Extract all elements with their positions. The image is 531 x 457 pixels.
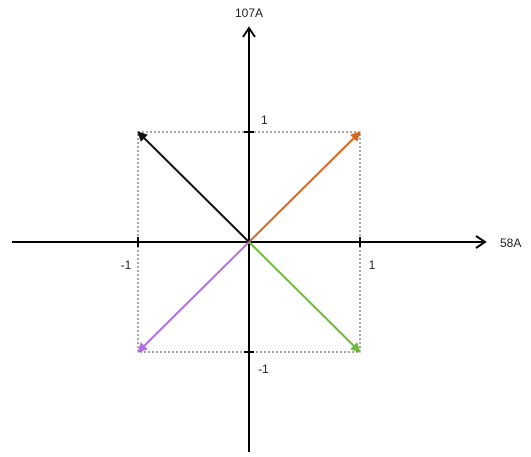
tick-label-x-neg: -1: [121, 258, 132, 272]
y-axis-label: 107A: [235, 6, 263, 20]
tick-label-x-pos: 1: [369, 258, 376, 272]
x-axis-label: 58A: [500, 236, 521, 250]
tick-label-y-pos: 1: [261, 113, 268, 127]
vector-arrow-q4: [248, 241, 361, 353]
tick-label-y-neg: -1: [258, 362, 269, 376]
vector-arrow-q3: [137, 241, 250, 353]
y-axis-arrowhead: [242, 26, 256, 38]
x-axis-arrowhead: [475, 235, 487, 249]
vector-arrow-q1: [248, 131, 361, 243]
vectors-group: [137, 131, 361, 353]
vector-arrow-q2: [137, 131, 250, 243]
